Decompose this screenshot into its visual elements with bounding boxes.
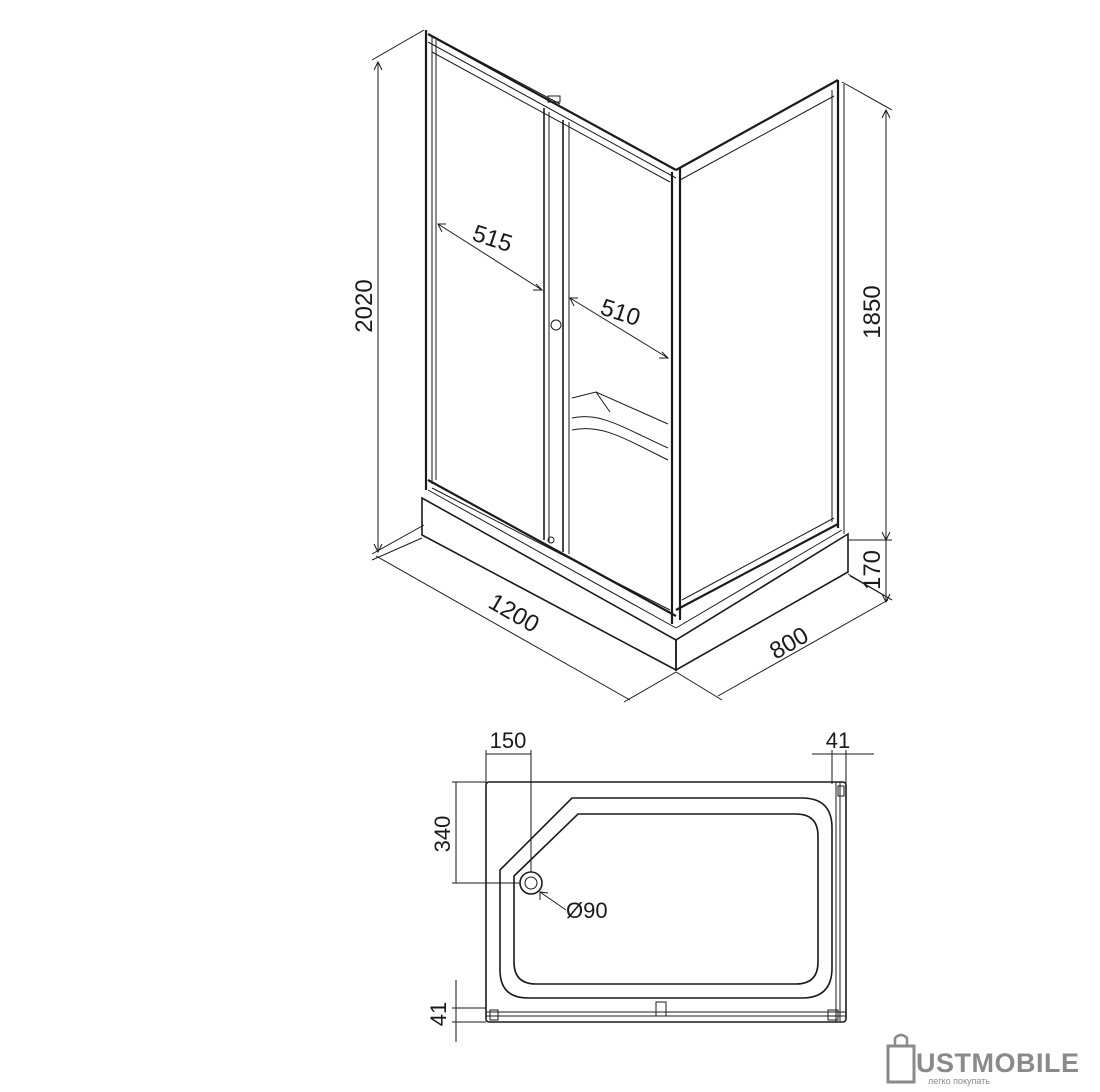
- tray-outline: [485, 781, 847, 1023]
- dim-frame-bottom: 41: [426, 980, 486, 1042]
- drain-diameter-label: Ø90: [566, 898, 608, 923]
- door-height-label: 1850: [859, 285, 886, 338]
- door-handle-icon: [550, 319, 562, 331]
- watermark-tagline: легко покупать: [928, 1076, 990, 1086]
- drain-offset-y-label: 340: [430, 816, 455, 853]
- dim-overall-height: 2020: [351, 29, 425, 555]
- dim-drain-offset-x: 150: [485, 728, 532, 872]
- dim-frame-right: 41: [812, 728, 874, 784]
- dim-width: 800: [675, 575, 893, 701]
- door-roller-icon: [655, 1001, 667, 1017]
- front-frame: [424, 30, 682, 624]
- basin-inner-outline: [513, 813, 819, 985]
- plan-view: Ø90 150 340 41 41: [426, 728, 874, 1042]
- door-right-label: 510: [597, 294, 643, 332]
- dim-door-height: 1850: [841, 81, 893, 542]
- sliding-doors: [543, 108, 570, 554]
- justmobile-watermark: USTMOBILE легко покупать: [886, 1033, 1080, 1086]
- drain-offset-x-label: 150: [490, 728, 527, 753]
- overall-height-label: 2020: [351, 279, 378, 332]
- isometric-view: 2020 1850 170 1200: [351, 29, 893, 703]
- corner-seat: [571, 391, 669, 461]
- width-label: 800: [765, 622, 813, 665]
- dim-length: 1200: [371, 537, 677, 703]
- frame-bottom-label: 41: [426, 1002, 451, 1026]
- length-label: 1200: [484, 588, 544, 638]
- drain-icon: [519, 871, 543, 895]
- dim-drain-offset-y: 340: [430, 781, 520, 884]
- basin-outline: [499, 797, 833, 999]
- dim-door-right: 510: [569, 294, 670, 359]
- shopping-bag-icon: [886, 1033, 916, 1084]
- shower-tray: [421, 489, 849, 672]
- frame-right-label: 41: [826, 728, 850, 753]
- watermark-brand: USTMOBILE: [916, 1048, 1080, 1078]
- dim-door-left: 515: [437, 220, 544, 291]
- side-panel: [675, 79, 845, 611]
- door-left-label: 515: [469, 220, 515, 258]
- dim-tray-height: 170: [847, 540, 893, 604]
